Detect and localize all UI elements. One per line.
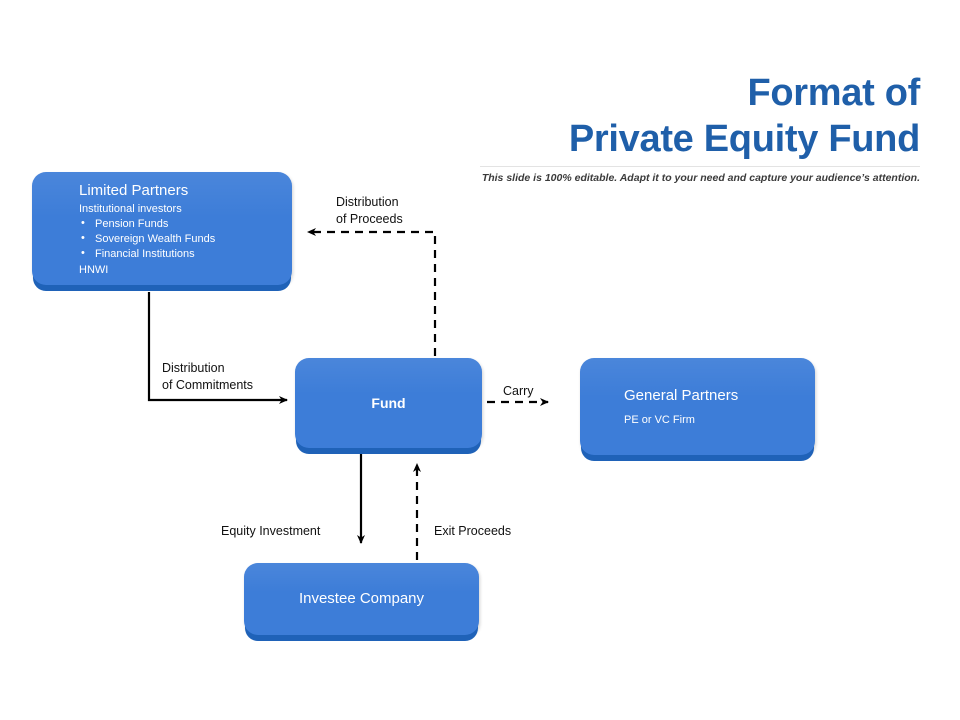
node-fund-title: Fund [371,395,406,411]
node-investee-company[interactable]: Investee Company [244,563,479,635]
edge-label-exit-proceeds: Exit Proceeds [434,524,512,538]
node-investee-company-title: Investee Company [298,590,425,607]
edge-label-line-1: Distribution [336,195,399,209]
node-limited-partners-subtitle: Institutional investors [79,203,182,215]
node-limited-partners-footer: HNWI [79,264,109,276]
title-divider [480,166,920,167]
node-limited-partners[interactable]: Limited Partners Institutional investors… [32,172,292,285]
edge-label-line-1: Distribution [162,361,225,375]
list-item: Financial Institutions [79,246,278,262]
edge-label-line-2: of Proceeds [336,212,403,226]
node-general-partners-title: General Partners [624,387,739,404]
edge-label-distribution-of-proceeds: Distribution of Proceeds [336,194,403,228]
list-item: Sovereign Wealth Funds [79,231,278,247]
node-general-partners[interactable]: General Partners PE or VC Firm [580,358,815,455]
node-limited-partners-title: Limited Partners [79,182,189,199]
node-limited-partners-bullets: Pension Funds Sovereign Wealth Funds Fin… [79,216,278,262]
page-title-line-1: Format of [747,72,920,114]
edge-label-equity-investment: Equity Investment [221,524,321,538]
edge-distribution-of-proceeds [307,228,437,356]
edge-label-carry: Carry [503,384,534,398]
list-item: Pension Funds [79,216,278,232]
title-block: Format of Private Equity Fund This slide… [420,70,920,185]
node-general-partners-subtitle: PE or VC Firm [624,414,695,426]
page-subtitle: This slide is 100% editable. Adapt it to… [481,172,920,184]
page-title-line-2: Private Equity Fund [568,118,920,160]
edge-label-line-2: of Commitments [162,378,253,392]
edge-label-distribution-of-commitments: Distribution of Commitments [162,360,253,394]
node-fund[interactable]: Fund [295,358,482,448]
